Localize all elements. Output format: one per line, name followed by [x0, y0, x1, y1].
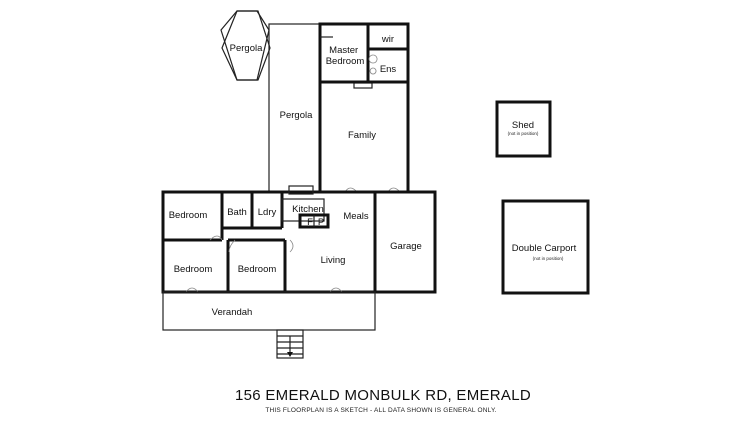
- room-label-pergola-hex: Pergola: [230, 43, 263, 54]
- kitchen-stove: [288, 185, 314, 195]
- garage-walls: [373, 190, 437, 294]
- property-address: 156 EMERALD MONBULK RD, EMERALD: [235, 387, 531, 404]
- verandah-outline: [162, 291, 376, 331]
- room-label-pergola: Pergola: [280, 110, 313, 121]
- room-label-garage: Garage: [390, 241, 422, 252]
- master-bedroom-line-2: Bedroom: [326, 56, 365, 67]
- room-label-bedroom-2: Bedroom: [174, 264, 213, 275]
- double-carport-walls: [501, 199, 590, 295]
- room-label-master-bedroom: Master Bedroom: [326, 45, 365, 67]
- kitchen-bench: [281, 198, 325, 222]
- room-label-bedroom-1: Bedroom: [169, 210, 208, 221]
- carport-note: (not in position): [533, 256, 564, 261]
- master-wardrobe-rail: [353, 82, 373, 89]
- room-label-wir: wir: [381, 34, 394, 45]
- pantry-label: P: [318, 217, 324, 228]
- room-label-verandah: Verandah: [212, 307, 253, 318]
- room-label-ens: Ens: [380, 64, 397, 75]
- floorplan-disclaimer: THIS FLOORPLAN IS A SKETCH - ALL DATA SH…: [265, 407, 496, 414]
- room-label-ldry: Ldry: [258, 207, 277, 218]
- pergola-hex-shape: [221, 10, 271, 81]
- master-bedroom-line-1: Master: [329, 45, 358, 56]
- room-label-double-carport: Double Carport: [512, 243, 577, 254]
- interior-door-arcs: [185, 235, 343, 293]
- fridge-label: F: [307, 217, 313, 228]
- room-label-kitchen: Kitchen: [292, 204, 324, 215]
- room-label-bedroom-3: Bedroom: [238, 264, 277, 275]
- ens-fixtures: [368, 54, 378, 75]
- room-label-meals: Meals: [343, 211, 369, 222]
- pergola-outline: [268, 23, 321, 193]
- room-label-bath: Bath: [227, 207, 247, 218]
- room-label-living: Living: [321, 255, 346, 266]
- entry-steps: [276, 329, 304, 359]
- room-label-shed: Shed: [512, 120, 534, 131]
- shed-walls: [495, 100, 552, 158]
- room-label-family: Family: [348, 130, 376, 141]
- shed-note: (not in position): [508, 131, 539, 136]
